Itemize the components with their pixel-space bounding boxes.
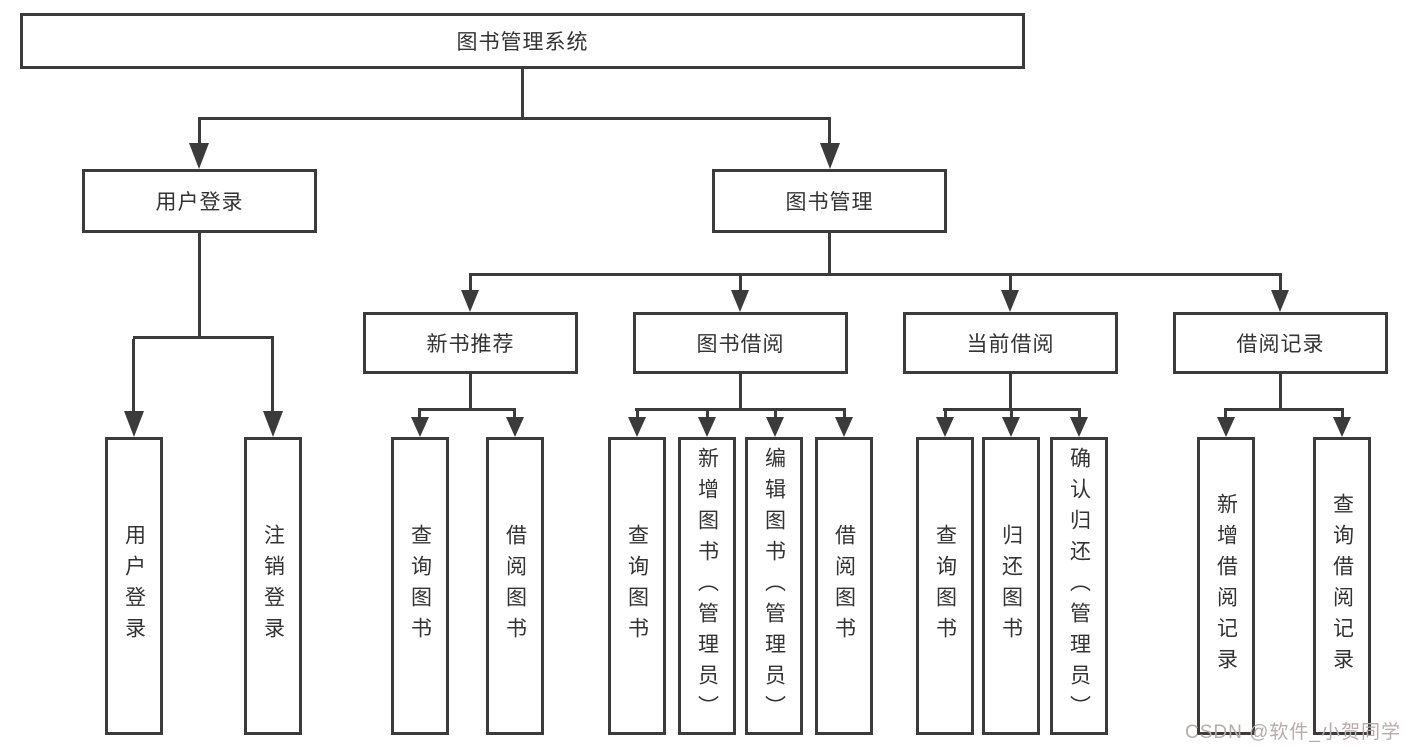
leaf-records-add-record: 新增借阅记录 xyxy=(1197,437,1255,735)
node-current-borrowing: 当前借阅 xyxy=(903,312,1118,374)
leaf-user-login: 用户登录 xyxy=(105,437,163,735)
node-label: 当前借阅 xyxy=(966,333,1055,356)
leaf-label: 借阅图书 xyxy=(832,524,856,648)
leaf-label: 新增借阅记录 xyxy=(1214,493,1238,679)
connector-arrow-stem xyxy=(774,411,777,419)
leaf-label: 用户登录 xyxy=(122,524,146,648)
leaf-label: 查询借阅记录 xyxy=(1330,493,1354,679)
node-library-management-system: 图书管理系统 xyxy=(20,13,1025,69)
leaf-current-query-books: 查询图书 xyxy=(916,437,974,735)
leaf-label: 归还图书 xyxy=(999,524,1023,648)
connector-l3-stem xyxy=(1279,374,1282,411)
arrow-down-icon xyxy=(628,417,646,437)
connector-l3-stem xyxy=(739,374,742,411)
connector-arrow-stem xyxy=(944,411,947,419)
connector-arrow-stem xyxy=(469,276,472,292)
connector-arrow-stem xyxy=(1010,411,1013,419)
connector-arrow-stem xyxy=(132,339,135,413)
node-user-login: 用户登录 xyxy=(82,169,317,233)
node-new-book-recommendation: 新书推荐 xyxy=(363,312,578,374)
connector-arrow-stem xyxy=(843,411,846,419)
leaf-label: 注销登录 xyxy=(261,524,285,648)
connector-l3-stem xyxy=(1009,374,1012,411)
connector-bookmgmt-stem xyxy=(828,233,831,276)
arrow-down-icon xyxy=(506,417,524,437)
connector-arrow-stem xyxy=(513,411,516,419)
connector-root-stem xyxy=(521,69,524,120)
connector-level2-bus xyxy=(198,117,831,120)
arrow-down-icon xyxy=(698,417,716,437)
leaf-newbooks-borrow-books: 借阅图书 xyxy=(486,437,544,735)
arrow-down-icon xyxy=(411,417,429,437)
arrow-down-icon xyxy=(189,143,209,169)
connector-arrow-stem xyxy=(1341,411,1344,419)
connector-userlogin-bus xyxy=(133,336,274,339)
connector-arrow-stem xyxy=(706,411,709,419)
connector-arrow-stem xyxy=(418,411,421,419)
connector-arrow-stem xyxy=(271,339,274,413)
node-label: 图书管理 xyxy=(785,191,874,214)
leaf-newbooks-query-books: 查询图书 xyxy=(391,437,449,735)
node-borrowing-records: 借阅记录 xyxy=(1173,312,1388,374)
leaf-label: 新增图书（管理员） xyxy=(695,446,719,726)
leaf-borrowing-edit-books-admin: 编辑图书（管理员） xyxy=(745,437,803,735)
leaf-current-return-books: 归还图书 xyxy=(982,437,1040,735)
arrow-down-icon xyxy=(1217,417,1235,437)
connector-group-bus xyxy=(418,408,516,411)
leaf-borrowing-add-books-admin: 新增图书（管理员） xyxy=(678,437,736,735)
node-label: 用户登录 xyxy=(155,191,244,214)
leaf-label: 查询图书 xyxy=(408,524,432,648)
arrow-down-icon xyxy=(124,411,144,437)
connector-group-bus xyxy=(943,408,1081,411)
leaf-records-query-record: 查询借阅记录 xyxy=(1313,437,1371,735)
connector-group-bus xyxy=(635,408,846,411)
arrow-down-icon xyxy=(1333,417,1351,437)
connector-arrow-stem xyxy=(198,120,201,144)
connector-arrow-stem xyxy=(1279,276,1282,292)
connector-level3-bus xyxy=(469,273,1282,276)
arrow-down-icon xyxy=(820,143,840,169)
connector-group-bus xyxy=(1224,408,1344,411)
leaf-label: 查询图书 xyxy=(625,524,649,648)
arrow-down-icon xyxy=(731,290,749,312)
node-label: 新书推荐 xyxy=(426,333,515,356)
leaf-label: 查询图书 xyxy=(933,524,957,648)
leaf-borrowing-query-books: 查询图书 xyxy=(608,437,666,735)
leaf-current-confirm-return-admin: 确认归还（管理员） xyxy=(1050,437,1108,735)
leaf-label: 借阅图书 xyxy=(503,524,527,648)
connector-l3-stem xyxy=(469,374,472,411)
connector-arrow-stem xyxy=(739,276,742,292)
connector-arrow-stem xyxy=(636,411,639,419)
node-label: 图书管理系统 xyxy=(456,31,589,54)
connector-userlogin-stem xyxy=(198,233,201,339)
node-label: 借阅记录 xyxy=(1236,333,1325,356)
arrow-down-icon xyxy=(1271,290,1289,312)
arrow-down-icon xyxy=(936,417,954,437)
connector-arrow-stem xyxy=(1224,411,1227,419)
connector-arrow-stem xyxy=(828,120,831,144)
leaf-label: 编辑图书（管理员） xyxy=(762,446,786,726)
node-label: 图书借阅 xyxy=(696,333,785,356)
arrow-down-icon xyxy=(263,411,283,437)
connector-arrow-stem xyxy=(1078,411,1081,419)
arrow-down-icon xyxy=(1070,417,1088,437)
arrow-down-icon xyxy=(461,290,479,312)
node-book-borrowing: 图书借阅 xyxy=(633,312,848,374)
leaf-label: 确认归还（管理员） xyxy=(1067,446,1091,726)
node-book-management: 图书管理 xyxy=(712,169,947,233)
arrow-down-icon xyxy=(1002,417,1020,437)
leaf-logout: 注销登录 xyxy=(244,437,302,735)
arrow-down-icon xyxy=(835,417,853,437)
watermark-text: CSDN @软件_小贺同学 xyxy=(1185,722,1401,743)
leaf-borrowing-borrow-books: 借阅图书 xyxy=(815,437,873,735)
connector-arrow-stem xyxy=(1009,276,1012,292)
arrow-down-icon xyxy=(766,417,784,437)
arrow-down-icon xyxy=(1001,290,1019,312)
